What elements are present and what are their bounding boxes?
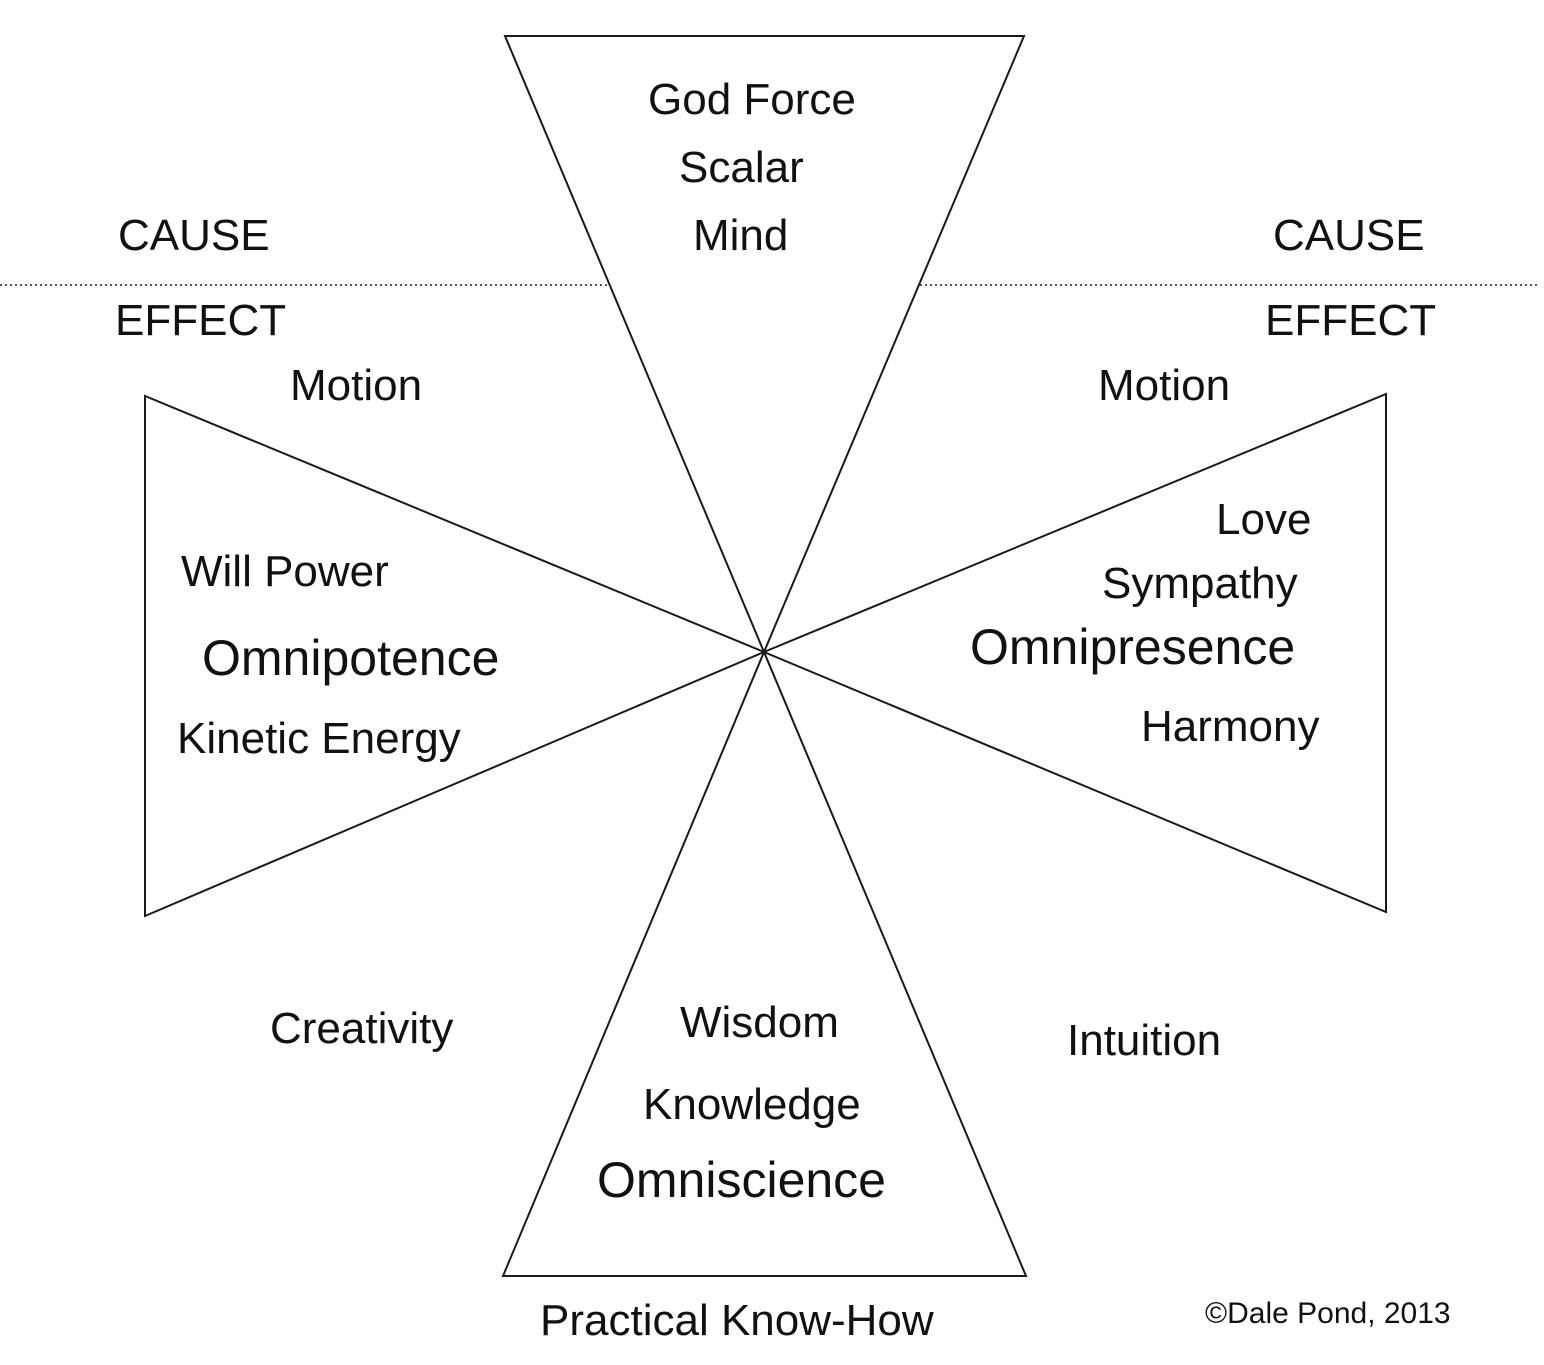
label-knowledge: Knowledge bbox=[643, 1080, 861, 1129]
label-practical-know-how: Practical Know-How bbox=[540, 1296, 934, 1345]
label-motion-left: Motion bbox=[290, 361, 422, 410]
label-intuition: Intuition bbox=[1067, 1016, 1221, 1065]
label-omniscience: Omniscience bbox=[597, 1152, 886, 1208]
label-love: Love bbox=[1216, 495, 1311, 544]
copyright-notice: ©Dale Pond, 2013 bbox=[1205, 1297, 1451, 1330]
label-omnipresence: Omnipresence bbox=[970, 619, 1295, 675]
label-omnipotence: Omnipotence bbox=[202, 630, 499, 686]
right-triangle bbox=[761, 392, 1387, 914]
label-effect-left: EFFECT bbox=[115, 296, 286, 345]
label-kinetic-energy: Kinetic Energy bbox=[177, 714, 461, 763]
label-scalar: Scalar bbox=[679, 143, 804, 192]
label-mind: Mind bbox=[693, 211, 788, 260]
label-sympathy: Sympathy bbox=[1102, 559, 1298, 608]
label-harmony: Harmony bbox=[1141, 702, 1320, 751]
label-effect-right: EFFECT bbox=[1265, 296, 1436, 345]
top-triangle bbox=[503, 35, 1026, 655]
label-creativity: Creativity bbox=[270, 1004, 453, 1053]
label-will-power: Will Power bbox=[181, 547, 389, 596]
label-wisdom: Wisdom bbox=[680, 998, 839, 1047]
bottom-triangle bbox=[501, 649, 1028, 1277]
label-cause-right: CAUSE bbox=[1273, 211, 1425, 260]
left-triangle bbox=[144, 394, 767, 918]
label-cause-left: CAUSE bbox=[118, 211, 270, 260]
label-god-force: God Force bbox=[648, 75, 856, 124]
label-motion-right: Motion bbox=[1098, 361, 1230, 410]
